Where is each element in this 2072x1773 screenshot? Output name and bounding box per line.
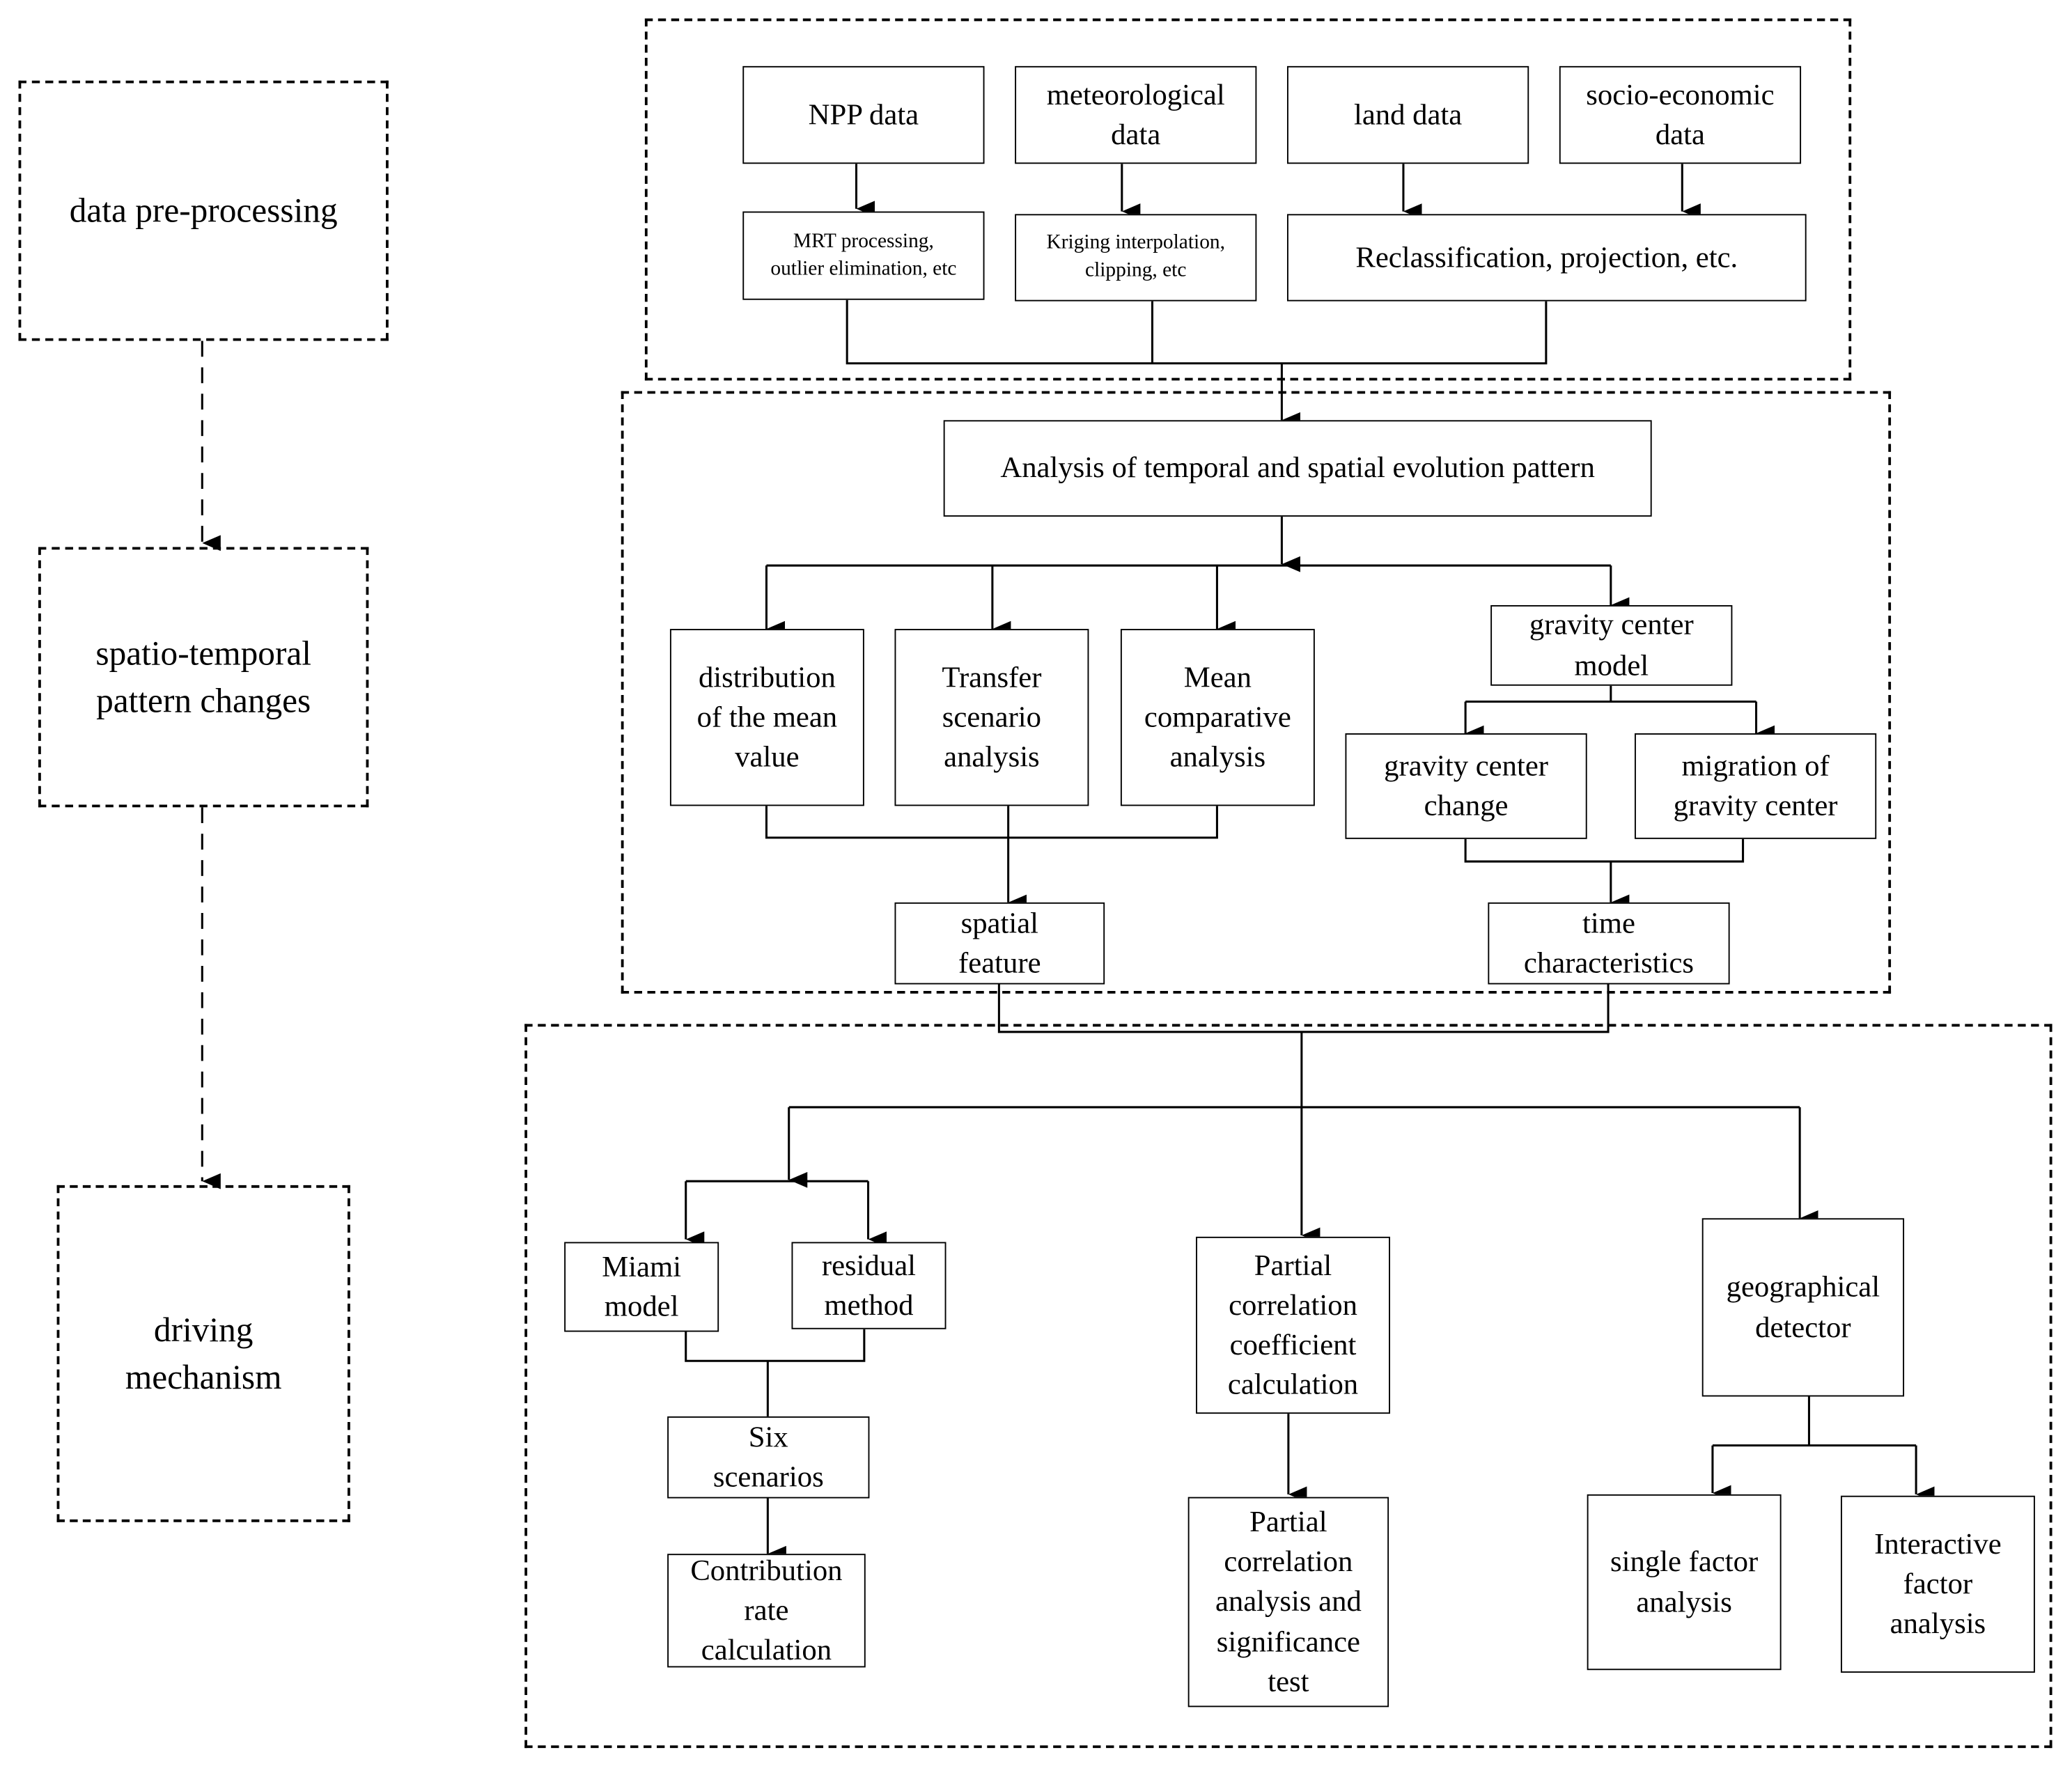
mean-comparative-box: Mean comparative analysis: [1120, 629, 1315, 806]
stage-pattern-changes: spatio-temporal pattern changes: [38, 547, 369, 808]
single-factor-analysis-box: single factor analysis: [1587, 1494, 1782, 1671]
six-scenarios-box: Six scenarios: [667, 1416, 870, 1499]
kriging-interpolation-box: Kriging interpolation, clipping, etc: [1015, 214, 1257, 302]
merge-six-scenarios: [685, 1329, 866, 1416]
merge-time: [1464, 838, 1745, 863]
preprocessing-group-frame: [644, 18, 1852, 381]
distribution-mean-box: distribution of the mean value: [669, 629, 864, 806]
partial-correlation-test-box: Partial correlation analysis and signifi…: [1187, 1497, 1389, 1708]
geographical-detector-box: geographical detector: [1701, 1218, 1905, 1397]
miami-model-box: Miami model: [564, 1242, 719, 1332]
merge-mechanism: [997, 984, 1610, 1107]
merge-spatial: [765, 806, 1218, 839]
contribution-rate-box: Contribution rate calculation: [667, 1554, 866, 1668]
partial-correlation-coefficient-box: Partial correlation coefficient calculat…: [1196, 1236, 1390, 1414]
gravity-center-migration-box: migration of gravity center: [1634, 733, 1877, 839]
spatial-feature-box: spatial feature: [894, 902, 1105, 985]
interactive-factor-analysis-box: Interactive factor analysis: [1840, 1495, 2035, 1673]
gravity-center-change-box: gravity center change: [1345, 733, 1587, 839]
transfer-scenario-box: Transfer scenario analysis: [894, 629, 1089, 806]
land-data-box: land data: [1286, 65, 1529, 164]
npp-data-box: NPP data: [742, 65, 985, 164]
mrt-processing-box: MRT processing, outlier elimination, etc: [742, 211, 985, 300]
merge-processing: [846, 299, 1548, 365]
residual-method-box: residual method: [791, 1242, 947, 1329]
socio-economic-data-box: socio-economic data: [1559, 65, 1802, 164]
reclassification-box: Reclassification, projection, etc.: [1286, 214, 1807, 302]
analysis-group-frame: [621, 391, 1892, 994]
geo-split: [1712, 1396, 1917, 1447]
meteorological-data-box: meteorological data: [1015, 65, 1257, 164]
stage-driving-mechanism: driving mechanism: [56, 1185, 350, 1522]
stage-data-preprocessing: data pre-processing: [18, 80, 389, 341]
time-characteristics-box: time characteristics: [1488, 902, 1730, 985]
analysis-main-box: Analysis of temporal and spatial evoluti…: [943, 420, 1652, 517]
gravity-center-model-box: gravity center model: [1490, 604, 1733, 686]
gravity-split: [1465, 685, 1756, 703]
mechanism-group-frame: [524, 1024, 2052, 1749]
